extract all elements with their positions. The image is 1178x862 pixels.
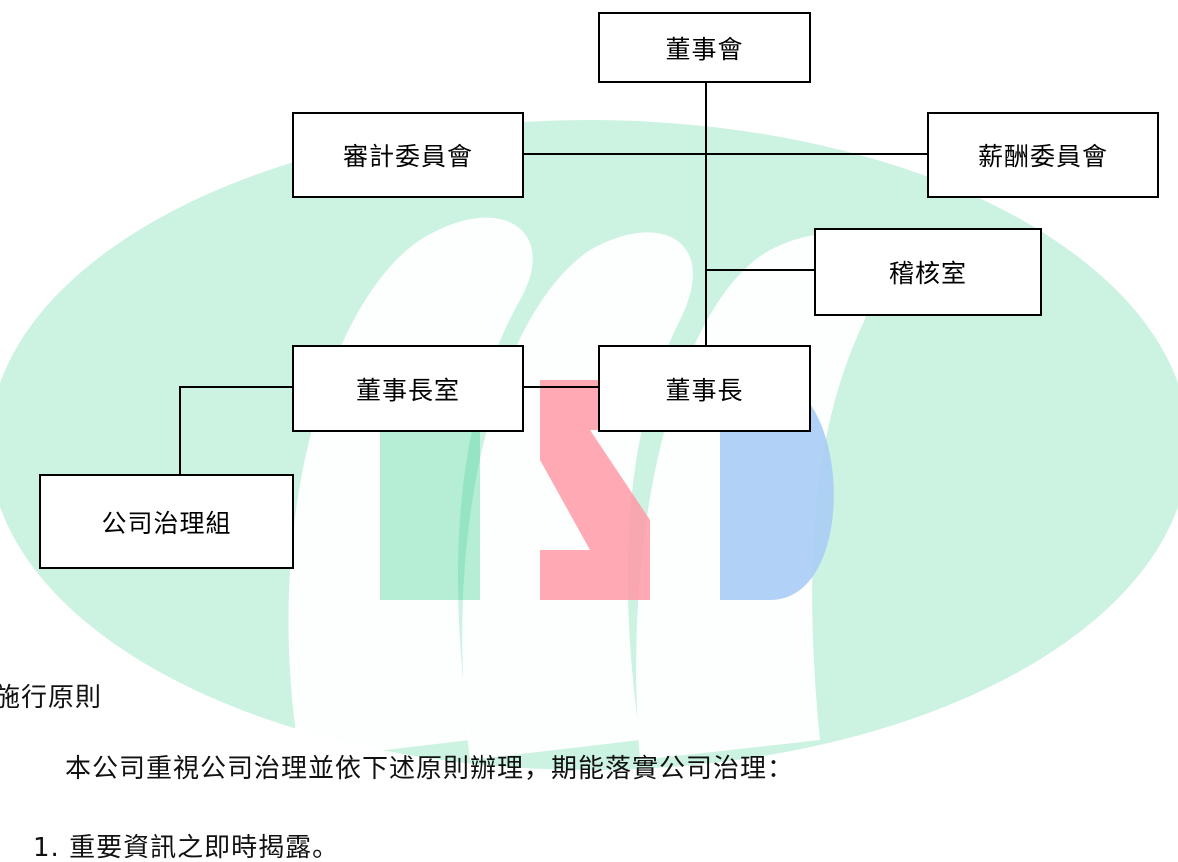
board-label: 董事會 xyxy=(665,34,744,64)
audit-committee-label: 審計委員會 xyxy=(342,142,473,171)
intro-paragraph: 本公司重視公司治理並依下述原則辦理，期能落實公司治理： xyxy=(65,754,795,784)
corporate-governance-node: 公司治理組 xyxy=(39,474,294,569)
list-item: 1. 重要資訊之即時揭露。 xyxy=(33,833,340,862)
watermark-letter-s xyxy=(540,380,650,600)
chairman-label: 董事長 xyxy=(665,375,744,405)
watermark-letter-d xyxy=(720,380,834,600)
chairman-node: 董事長 xyxy=(598,345,811,432)
connector-office-to-governance xyxy=(179,386,292,474)
corporate-governance-label: 公司治理組 xyxy=(101,508,232,538)
section-heading: 施行原則 xyxy=(0,683,103,713)
board-node: 董事會 xyxy=(598,12,811,83)
remuneration-committee-node: 薪酬委員會 xyxy=(927,112,1159,198)
audit-committee-node: 審計委員會 xyxy=(292,112,524,198)
remuneration-committee-label: 薪酬委員會 xyxy=(977,142,1108,171)
internal-audit-node: 稽核室 xyxy=(814,228,1042,316)
chairman-office-node: 董事長室 xyxy=(292,345,524,432)
internal-audit-label: 稽核室 xyxy=(888,259,967,288)
watermark-letter-g xyxy=(380,400,480,600)
chairman-office-label: 董事長室 xyxy=(355,375,460,405)
